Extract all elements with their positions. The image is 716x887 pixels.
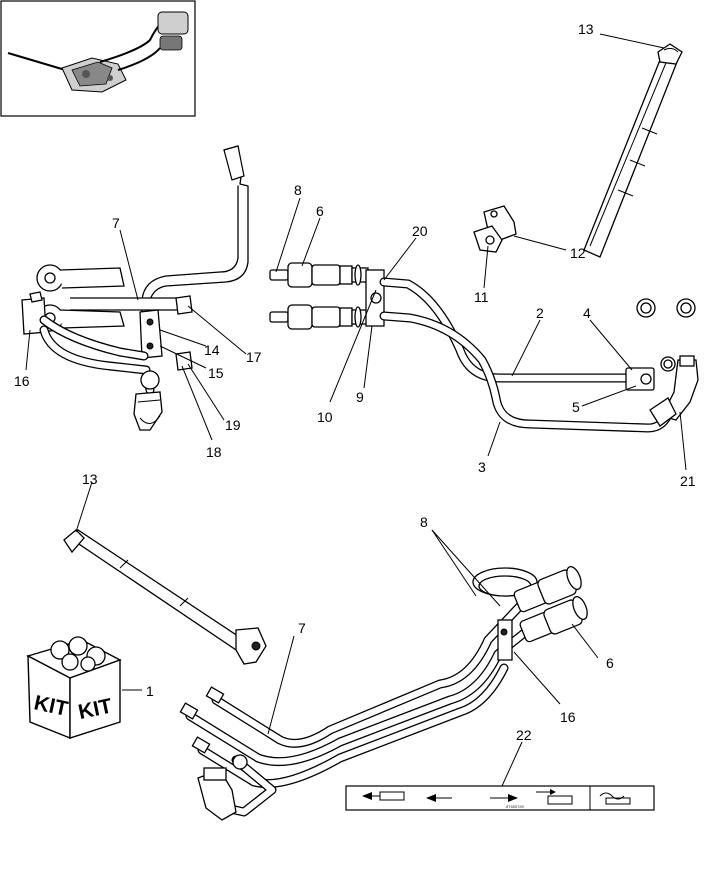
callout-6-top: 6: [316, 203, 324, 219]
callout-15: 15: [208, 365, 224, 381]
callout-13-bottom: 13: [82, 471, 98, 487]
callout-8-top: 8: [294, 182, 302, 198]
callout-3: 3: [478, 459, 486, 475]
kit-box-illustration: KIT KIT: [26, 636, 122, 740]
callout-2: 2: [536, 305, 544, 321]
part-13-handle-lower: [63, 529, 267, 665]
left-valve-assembly: [21, 145, 249, 431]
decal-code: 87685789: [506, 804, 525, 809]
callout-14: 14: [204, 342, 220, 358]
pipes-2-3: [379, 277, 699, 433]
callout-10: 10: [317, 409, 333, 425]
callout-11: 11: [474, 289, 489, 305]
callout-9: 9: [356, 389, 364, 405]
lower-pipe-assembly: [179, 565, 588, 821]
callout-20: 20: [412, 223, 428, 239]
callout-5: 5: [572, 399, 580, 415]
callout-22: 22: [516, 727, 532, 743]
leader-lines: [25, 33, 687, 787]
callout-16-top: 16: [14, 373, 30, 389]
callout-16-bottom: 16: [560, 709, 576, 725]
callout-19: 19: [225, 417, 241, 433]
callout-1: 1: [146, 683, 154, 699]
couplers-top: [269, 262, 385, 330]
callout-labels: 13 12 11 8 6 20 7 2 4 5 17 14 15 16 19 1…: [14, 21, 696, 743]
callout-17: 17: [246, 349, 262, 365]
part-13-handle-top: [583, 43, 683, 258]
callout-8-bottom: 8: [420, 514, 428, 530]
callout-18: 18: [206, 444, 222, 460]
callout-7-bottom: 7: [298, 620, 306, 636]
callout-21: 21: [680, 473, 696, 489]
callout-4: 4: [583, 305, 591, 321]
callout-7-top: 7: [112, 215, 120, 231]
callout-13-top: 13: [578, 21, 594, 37]
callout-6-bottom: 6: [606, 655, 614, 671]
part-12-clamp: [473, 205, 517, 253]
inset-overview-thumbnail: [0, 0, 196, 117]
callout-12: 12: [570, 245, 586, 261]
decal-22: 87685789: [345, 785, 655, 811]
